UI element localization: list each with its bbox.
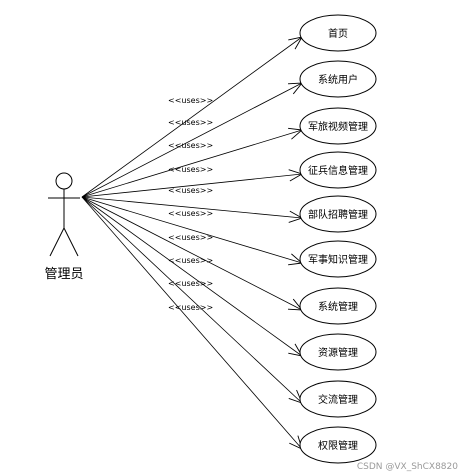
use-case-label: 资源管理 bbox=[318, 346, 358, 359]
association-line bbox=[81, 196, 303, 311]
uses-label: <<uses>> bbox=[168, 233, 213, 242]
use-case-ellipse bbox=[299, 426, 377, 464]
use-case-nodes: 首页系统用户军旅视频管理征兵信息管理部队招聘管理军事知识管理系统管理资源管理交流… bbox=[299, 14, 377, 464]
uses-label: <<uses>> bbox=[168, 279, 213, 288]
use-case-ellipse bbox=[299, 333, 377, 371]
use-case: 军旅视频管理 bbox=[299, 107, 377, 145]
association-line bbox=[81, 196, 303, 357]
association-line bbox=[81, 173, 303, 198]
uses-label: <<uses>> bbox=[168, 118, 213, 127]
use-case-ellipse bbox=[299, 14, 377, 52]
actor-label: 管理员 bbox=[44, 267, 83, 282]
use-case-label: 系统用户 bbox=[318, 73, 358, 86]
use-case: 权限管理 bbox=[299, 426, 377, 464]
association-line bbox=[81, 196, 303, 219]
use-case-ellipse bbox=[299, 151, 377, 189]
use-case-label: 首页 bbox=[328, 27, 348, 40]
association-line bbox=[81, 36, 303, 198]
use-case: 系统用户 bbox=[299, 60, 377, 98]
use-case: 征兵信息管理 bbox=[299, 151, 377, 189]
use-case-ellipse bbox=[299, 240, 377, 278]
use-case: 军事知识管理 bbox=[299, 240, 377, 278]
use-case-label: 征兵信息管理 bbox=[308, 164, 368, 177]
association-line bbox=[81, 82, 303, 198]
uses-label: <<uses>> bbox=[168, 96, 213, 105]
association-line bbox=[81, 196, 303, 404]
actor-admin: 管理员 bbox=[44, 172, 84, 282]
uses-labels: <<uses>> <<uses>> <<uses>> <<uses>> <<uses>>… bbox=[168, 96, 213, 312]
use-case-ellipse bbox=[299, 60, 377, 98]
uses-label: <<uses>> bbox=[168, 186, 213, 195]
uses-label: <<uses>> bbox=[168, 303, 213, 312]
arrowhead bbox=[287, 82, 303, 95]
association-lines bbox=[81, 36, 304, 450]
uses-label: <<uses>> bbox=[168, 209, 213, 218]
use-case-ellipse bbox=[299, 380, 377, 418]
use-case-label: 部队招聘管理 bbox=[308, 208, 368, 221]
use-case-label: 军事知识管理 bbox=[308, 253, 368, 266]
actor-head bbox=[55, 172, 73, 190]
association-line bbox=[81, 196, 303, 450]
use-case: 首页 bbox=[299, 14, 377, 52]
use-case-ellipse bbox=[299, 107, 377, 145]
use-case-label: 权限管理 bbox=[318, 439, 358, 452]
actor-right-leg bbox=[63, 227, 79, 257]
uses-label: <<uses>> bbox=[168, 141, 213, 150]
association-line bbox=[81, 196, 303, 264]
use-case: 系统管理 bbox=[299, 287, 377, 325]
uses-label: <<uses>> bbox=[168, 165, 213, 174]
use-case: 资源管理 bbox=[299, 333, 377, 371]
uses-label: <<uses>> bbox=[168, 256, 213, 265]
use-case-ellipse bbox=[299, 287, 377, 325]
use-case-label: 交流管理 bbox=[318, 393, 358, 406]
association-line bbox=[81, 129, 303, 198]
actor-left-leg bbox=[49, 227, 65, 257]
use-case-label: 军旅视频管理 bbox=[308, 120, 368, 133]
use-case-label: 系统管理 bbox=[318, 300, 358, 313]
use-case-ellipse bbox=[299, 195, 377, 233]
use-case: 交流管理 bbox=[299, 380, 377, 418]
watermark: CSDN @VX_ShCX8820 bbox=[357, 462, 458, 472]
use-case: 部队招聘管理 bbox=[299, 195, 377, 233]
